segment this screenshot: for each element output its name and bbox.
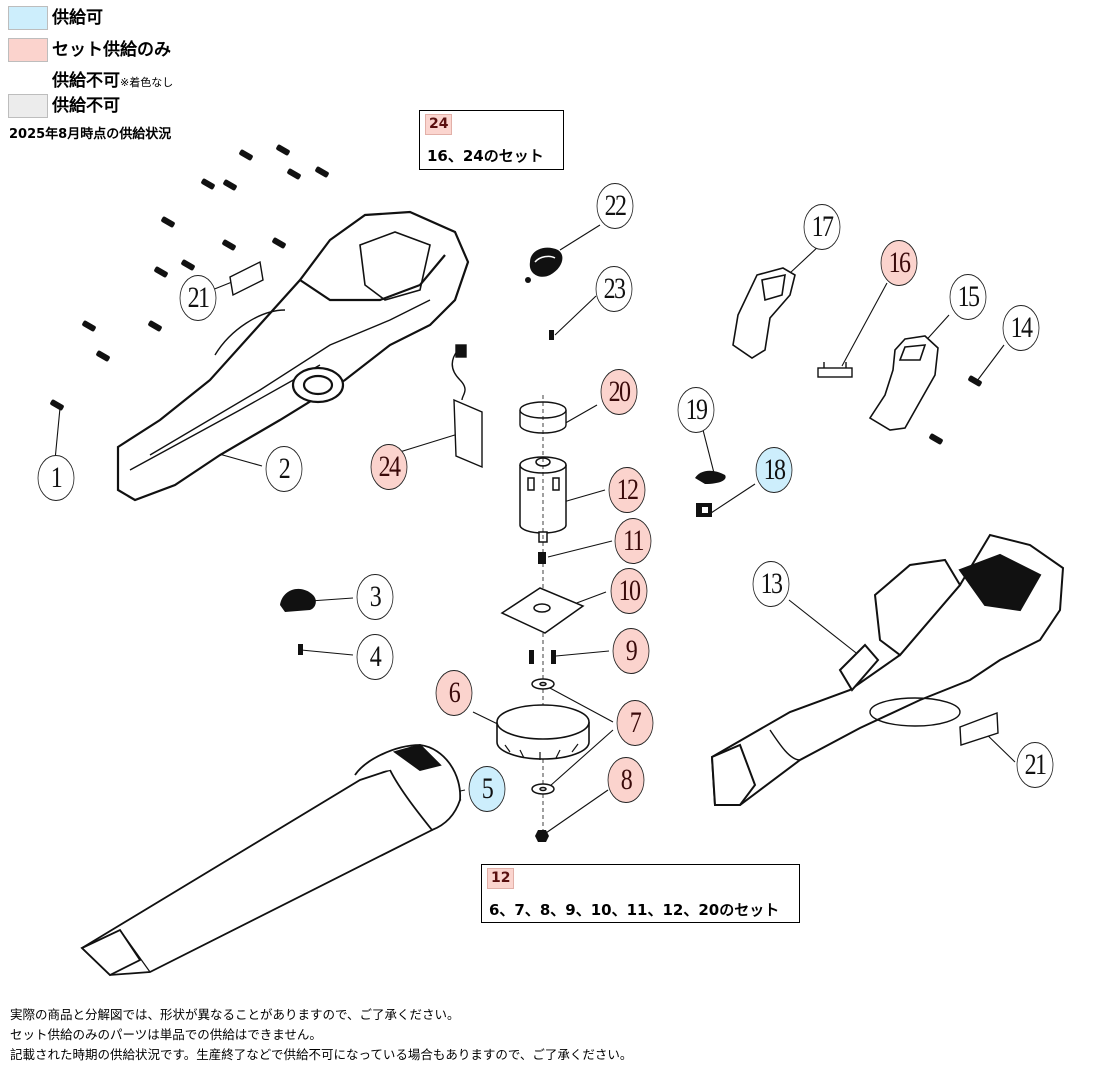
cover-part-15 bbox=[868, 335, 939, 431]
switch-cover-part-19 bbox=[695, 470, 726, 484]
nut-part-8 bbox=[535, 830, 549, 842]
as-of-date: 2025年8月時点の供給状況 bbox=[9, 127, 172, 142]
callout-4[interactable]: 4 bbox=[356, 634, 394, 680]
footer-note-3: 記載された時期の供給状況です。生産終了などで供給不可になっている場合もありますの… bbox=[10, 1047, 633, 1062]
callout-14[interactable]: 14 bbox=[1002, 305, 1040, 351]
label-plate-part-21 bbox=[229, 260, 999, 746]
callout-15[interactable]: 15 bbox=[949, 274, 987, 320]
motor-part-12 bbox=[519, 395, 567, 840]
switch-part-18 bbox=[696, 503, 712, 517]
legend-swatch-available bbox=[8, 6, 48, 30]
legend-label-set-only: セット供給のみ bbox=[52, 40, 171, 60]
legend-label-unavailable-uncolored: 供給不可※着色なし bbox=[52, 70, 173, 94]
set-tag: 24 bbox=[425, 114, 453, 135]
set-box-24: 24 16、24のセット bbox=[419, 110, 564, 170]
set-tag: 12 bbox=[487, 868, 515, 889]
plate-part-10 bbox=[500, 587, 585, 634]
legend-label-text: 供給不可 bbox=[52, 71, 120, 91]
screws bbox=[50, 144, 982, 445]
set-box-12: 12 6、7、8、9、10、11、12、20のセット bbox=[481, 864, 800, 923]
callout-24[interactable]: 24 bbox=[370, 444, 408, 490]
screw-part-11 bbox=[538, 552, 546, 564]
footer-note-2: セット供給のみのパーツは単品での供給はできません。 bbox=[10, 1027, 322, 1042]
callout-22[interactable]: 22 bbox=[596, 183, 634, 229]
callout-21[interactable]: 21 bbox=[179, 275, 217, 321]
callout-6[interactable]: 6 bbox=[435, 670, 473, 716]
latch-part-16 bbox=[817, 362, 853, 378]
callout-9[interactable]: 9 bbox=[612, 628, 650, 674]
legend-note: ※着色なし bbox=[120, 76, 174, 89]
callout-10[interactable]: 10 bbox=[610, 568, 648, 614]
legend-swatch-unavailable bbox=[8, 94, 48, 118]
callout-2[interactable]: 2 bbox=[265, 446, 303, 492]
washer-part-7 bbox=[531, 678, 555, 795]
pin-part-4 bbox=[298, 644, 303, 655]
set-description: 16、24のセット bbox=[427, 147, 544, 165]
callout-3[interactable]: 3 bbox=[356, 574, 394, 620]
callout-18[interactable]: 18 bbox=[755, 447, 793, 493]
legend-swatch-set-only bbox=[8, 38, 48, 62]
cap-part-3 bbox=[280, 588, 316, 612]
pcb-part-24 bbox=[451, 344, 483, 469]
housing-shell-part-2 bbox=[116, 210, 470, 502]
callout-20[interactable]: 20 bbox=[600, 369, 638, 415]
cover-part-17 bbox=[732, 267, 796, 359]
callout-11[interactable]: 11 bbox=[614, 518, 652, 564]
callout-17[interactable]: 17 bbox=[803, 204, 841, 250]
callout-16[interactable]: 16 bbox=[880, 240, 918, 286]
footer-note-1: 実際の商品と分解図では、形状が異なることがありますので、ご了承ください。 bbox=[10, 1007, 460, 1022]
callout-5[interactable]: 5 bbox=[468, 766, 506, 812]
callout-8[interactable]: 8 bbox=[607, 757, 645, 803]
ring-part-20 bbox=[519, 401, 567, 434]
trigger-part-22 bbox=[525, 247, 563, 283]
callout-21-assembled[interactable]: 21 bbox=[1016, 742, 1054, 788]
callout-7[interactable]: 7 bbox=[616, 700, 654, 746]
callout-13[interactable]: 13 bbox=[752, 561, 790, 607]
assembled-blower-part-13 bbox=[710, 533, 1065, 806]
callout-1[interactable]: 1 bbox=[37, 455, 75, 501]
callout-19[interactable]: 19 bbox=[677, 387, 715, 433]
legend-label-unavailable: 供給不可 bbox=[52, 96, 120, 116]
legend-label-available: 供給可 bbox=[52, 8, 103, 28]
fan-part-6 bbox=[496, 704, 590, 760]
callout-12[interactable]: 12 bbox=[608, 467, 646, 513]
screws-part-9 bbox=[529, 650, 556, 664]
blow-tube-part-5 bbox=[80, 743, 462, 977]
callout-23[interactable]: 23 bbox=[595, 266, 633, 312]
pin-part-23 bbox=[549, 330, 554, 340]
set-description: 6、7、8、9、10、11、12、20のセット bbox=[489, 901, 780, 919]
